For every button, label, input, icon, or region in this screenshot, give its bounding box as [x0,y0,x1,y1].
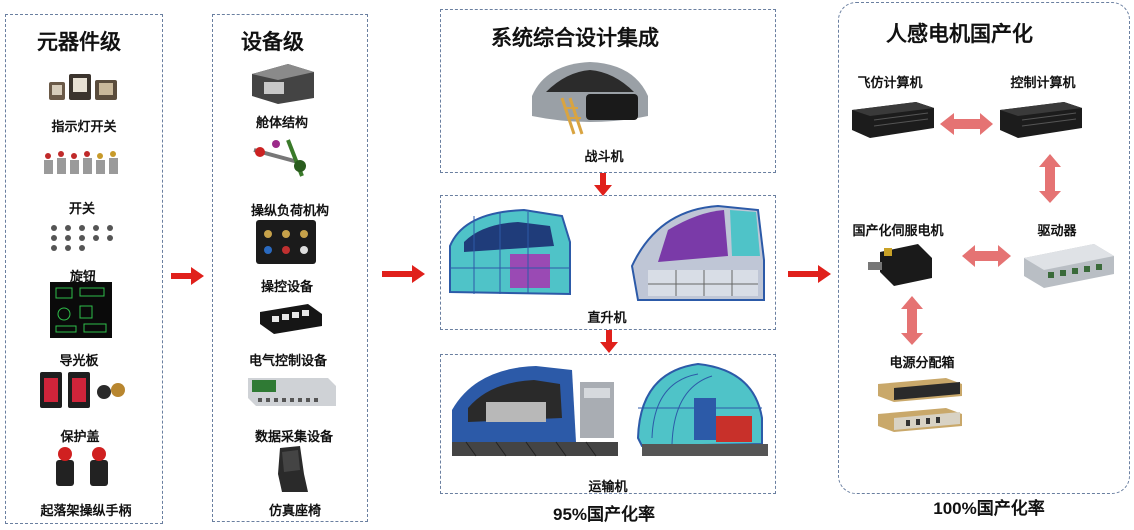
helicopter-label: 直升机 [587,310,627,325]
control-equipment-label: 操控设备 [260,279,314,294]
helicopter-cabin-right-image [630,204,765,301]
driver-image [1024,244,1114,288]
flight-control-computer-link-arrow [940,113,993,135]
indicator-switch-label: 指示灯开关 [51,119,117,134]
protective-cover-label: 保护盖 [60,429,100,444]
servo-power-link-arrow [901,296,923,345]
knob-label: 旋钮 [69,269,97,284]
transport-cabin-left-image [452,366,618,457]
transport-label: 运输机 [588,479,628,494]
control-loading-mechanism-image [253,139,306,177]
servo-motor-image [868,244,932,286]
flight-computer-label: 飞仿计算机 [857,75,923,90]
helicopter-panel [440,195,776,330]
landing-gear-handle-image [56,447,108,486]
control-equipment-image [256,220,316,264]
driver-label: 驱动器 [1037,223,1077,238]
system-integration-title: 系统综合设计集成 [491,27,659,50]
light-guide-plate-label: 导光板 [59,353,99,368]
light-guide-plate-image [50,282,112,338]
data-acquisition-equipment-image [248,378,336,406]
transport-cabin-right-image [636,362,768,456]
control-computer-driver-link-arrow [1039,154,1061,203]
electrical-control-equipment-label: 电气控制设备 [248,353,328,368]
servo-motor-label: 国产化伺服电机 [852,223,944,238]
motor-localization-panel [838,2,1130,494]
simulation-seat-label: 仿真座椅 [268,503,322,518]
power-distribution-box-image [878,378,962,432]
flow-arrow-3 [788,265,831,283]
system-localization-rate: 95%国产化率 [552,505,656,524]
equipment-level-title: 设备级 [241,31,304,54]
protective-cover-image [40,372,125,408]
knob-image [51,225,113,251]
fighter-panel [440,9,776,173]
transport-panel [440,354,776,494]
simulation-seat-image [278,446,308,492]
helicopter-cabin-left-image [449,208,571,296]
fighter-cockpit-image [532,62,648,135]
control-computer-label: 控制计算机 [1010,75,1076,90]
flow-arrow-2 [382,265,425,283]
data-acquisition-equipment-label: 数据采集设备 [254,429,334,444]
flow-arrow-down-1 [594,173,612,196]
indicator-switch-image [49,74,117,100]
motor-localization-rate: 100%国产化率 [933,499,1045,518]
control-loading-mechanism-label: 操纵负荷机构 [250,203,330,218]
landing-gear-handle-label: 起落架操纵手柄 [40,503,132,518]
cabin-structure-label: 舱体结构 [255,115,309,130]
electrical-control-equipment-image [260,304,322,334]
flow-arrow-1 [171,267,204,285]
component-level-title: 元器件级 [37,31,121,54]
flow-arrow-down-2 [600,330,618,353]
power-distribution-box-label: 电源分配箱 [889,355,955,370]
toggle-switch-image [44,151,118,174]
component-level-panel [5,14,163,524]
fighter-label: 战斗机 [584,149,624,164]
equipment-level-panel [212,14,368,522]
flight-computer-image [852,102,934,138]
motor-localization-title: 人感电机国产化 [886,23,1033,46]
toggle-switch-label: 开关 [68,201,96,216]
servo-driver-link-arrow [962,245,1011,267]
control-computer-image [1000,102,1082,138]
cabin-structure-image [252,64,314,104]
